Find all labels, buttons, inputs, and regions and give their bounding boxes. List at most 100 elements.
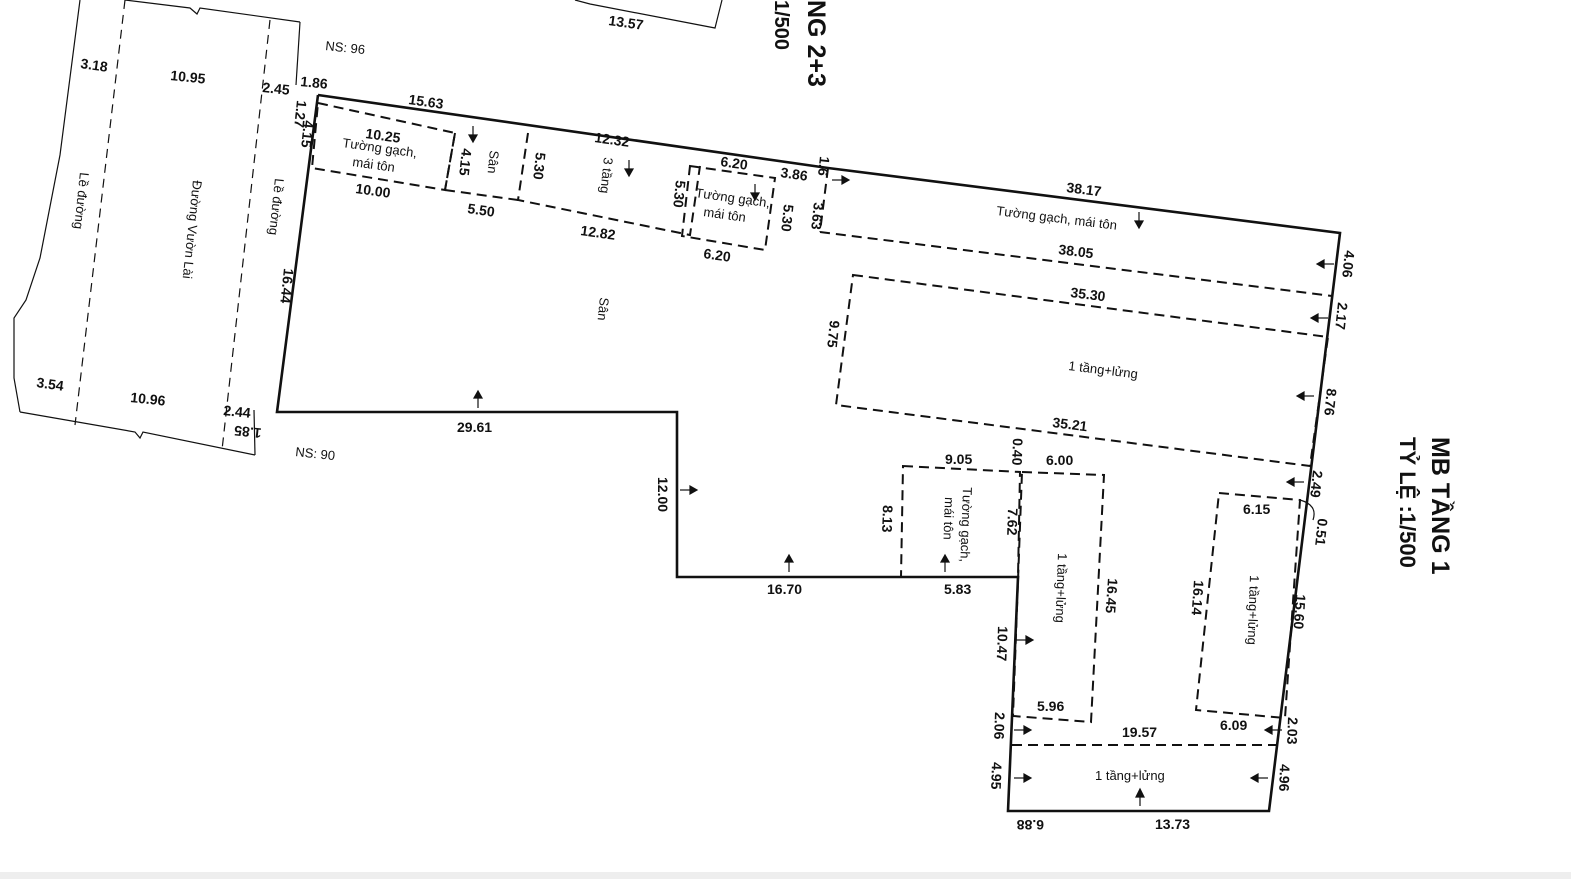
brick-shed-2 <box>444 189 519 201</box>
upper-floor-plan-fragment <box>574 0 723 29</box>
dim-3-63: 3.63 <box>808 202 827 231</box>
label-mezz-mid: 1 tầng+lửng <box>1053 553 1070 623</box>
dim-16-70: 16.70 <box>767 581 802 597</box>
road-bottom-edge <box>19 411 256 456</box>
dim-4-95: 4.95 <box>988 762 1005 790</box>
dim-2-44: 2.44 <box>223 402 252 421</box>
dim-5-50: 5.50 <box>467 200 496 220</box>
dimension-labels: 3.18 10.95 2.45 1.86 3.54 10.96 2.44 1.8… <box>36 12 1271 833</box>
label-mezz-big: 1 tầng+lửng <box>1068 358 1139 381</box>
brick-shed-2-box <box>680 164 777 252</box>
dim-6-00: 6.00 <box>1046 452 1073 468</box>
road-right-edge-top <box>295 21 301 86</box>
mezz-right-block <box>1194 491 1302 720</box>
road-right-edge-bottom <box>253 409 256 456</box>
dim-2-06: 2.06 <box>991 712 1008 740</box>
elevation-top: NS: 96 <box>325 38 366 57</box>
dim-16-45: 16.45 <box>1103 578 1121 614</box>
label-mezz-right: 1 tầng+lửng <box>1245 575 1262 645</box>
road-outer-left-edge <box>13 0 81 413</box>
dimension-labels-vertical: 1.27 4.15 16.44 4.15 5.30 5.30 5.30 1.6 … <box>277 100 1358 792</box>
dim-5-30b: 5.30 <box>670 180 689 209</box>
label-brick-tin-1b: mái tôn <box>352 154 396 175</box>
label-brick-tin-2b: mái tôn <box>703 204 747 225</box>
sidewalk-right-label: Lề đường <box>266 178 287 236</box>
dim-4-15a: 4.15 <box>298 120 317 149</box>
label-mezz-bottom: 1 tầng+lửng <box>1095 768 1165 783</box>
dim-1-85: 1.85 <box>233 423 262 442</box>
arrow-marks <box>467 126 1334 806</box>
sidewalk-left-label: Lề đường <box>71 172 92 230</box>
dim-0-51: 0.51 <box>1312 518 1331 547</box>
dim-6-09: 6.09 <box>1220 717 1247 733</box>
dim-6-88: 6.88 <box>1017 817 1044 833</box>
dim-3-86: 3.86 <box>780 164 809 184</box>
dim-15-60: 15.60 <box>1291 594 1309 630</box>
dim-15-63: 15.63 <box>408 91 445 112</box>
floor1-scale: TỶ LỆ :1/500 <box>1395 437 1420 568</box>
dim-35-30: 35.30 <box>1070 284 1107 304</box>
dim-10-96: 10.96 <box>130 389 167 409</box>
label-yard-small: Sân <box>485 150 502 175</box>
dim-1-27: 1.27 <box>291 100 310 129</box>
three-floor-block <box>516 132 701 237</box>
dim-1-6: 1.6 <box>815 156 833 177</box>
dim-10-47: 10.47 <box>994 626 1011 662</box>
dim-9-05: 9.05 <box>945 451 972 467</box>
dim-13-57: 13.57 <box>608 12 645 33</box>
sidewalk-right-line <box>221 19 271 451</box>
dim-5-96: 5.96 <box>1037 698 1064 714</box>
dim-7-62: 7.62 <box>1004 508 1021 536</box>
road-area <box>13 0 301 456</box>
dim-12-32: 12.32 <box>594 129 631 150</box>
dim-4-06: 4.06 <box>1339 250 1358 279</box>
dim-2-49: 2.49 <box>1307 470 1326 499</box>
dim-38-17: 38.17 <box>1066 179 1103 199</box>
dim-38-05: 38.05 <box>1058 241 1095 261</box>
mezz-big-block <box>834 273 1330 468</box>
brick-shed-vertical <box>899 464 1022 578</box>
label-brick-tin-long: Tường gạch, mái tôn <box>996 203 1118 233</box>
dim-16-44: 16.44 <box>277 268 297 305</box>
floor23-scale-partial: 1/500 <box>770 0 792 50</box>
bottom-edge-band <box>0 872 1571 879</box>
road-name-label: Đường Vườn Lài <box>180 180 205 280</box>
dim-2-03: 2.03 <box>1284 717 1301 745</box>
lot-boundary <box>275 93 1342 813</box>
dim-13-73: 13.73 <box>1155 816 1190 832</box>
dim-2-17: 2.17 <box>1332 302 1351 331</box>
corner-arc <box>1299 499 1315 521</box>
dim-10-95: 10.95 <box>170 67 207 87</box>
mezz-mid-block <box>1011 470 1106 724</box>
dim-10-00: 10.00 <box>355 180 392 201</box>
dim-1-86: 1.86 <box>300 73 329 92</box>
dim-12-00: 12.00 <box>655 477 671 512</box>
sidewalk-left-line <box>74 0 126 426</box>
dim-2-45: 2.45 <box>262 79 291 98</box>
dim-8-76: 8.76 <box>1321 388 1340 417</box>
label-yard: Sân <box>595 297 612 322</box>
dim-9-75: 9.75 <box>824 320 843 349</box>
road-top-edge <box>124 0 301 23</box>
dim-4-96: 4.96 <box>1276 764 1293 792</box>
floor1-title: MB TẦNG 1 <box>1426 437 1455 575</box>
dim-5-30c: 5.30 <box>778 204 797 233</box>
dim-0-40: 0.40 <box>1009 438 1026 466</box>
label-brick-tin-vertical-1: Tường gạch, <box>957 487 975 563</box>
label-three-floor: 3 tầng <box>597 157 616 195</box>
elevation-bottom: NS: 90 <box>295 444 336 463</box>
dim-35-21: 35.21 <box>1052 414 1089 434</box>
dim-16-14: 16.14 <box>1189 580 1207 616</box>
dim-3-54: 3.54 <box>36 374 65 394</box>
dim-19-57: 19.57 <box>1122 724 1157 740</box>
dim-5-83: 5.83 <box>944 581 971 597</box>
dim-6-20a: 6.20 <box>720 153 749 173</box>
dim-4-15b: 4.15 <box>456 148 475 177</box>
dim-5-30a: 5.30 <box>530 152 549 181</box>
floor23-title-partial: NG 2+3 <box>802 0 830 87</box>
dim-6-20b: 6.20 <box>703 245 732 265</box>
dashed-structures <box>310 101 1333 746</box>
dim-6-15: 6.15 <box>1243 501 1270 517</box>
dim-8-13: 8.13 <box>879 505 896 533</box>
